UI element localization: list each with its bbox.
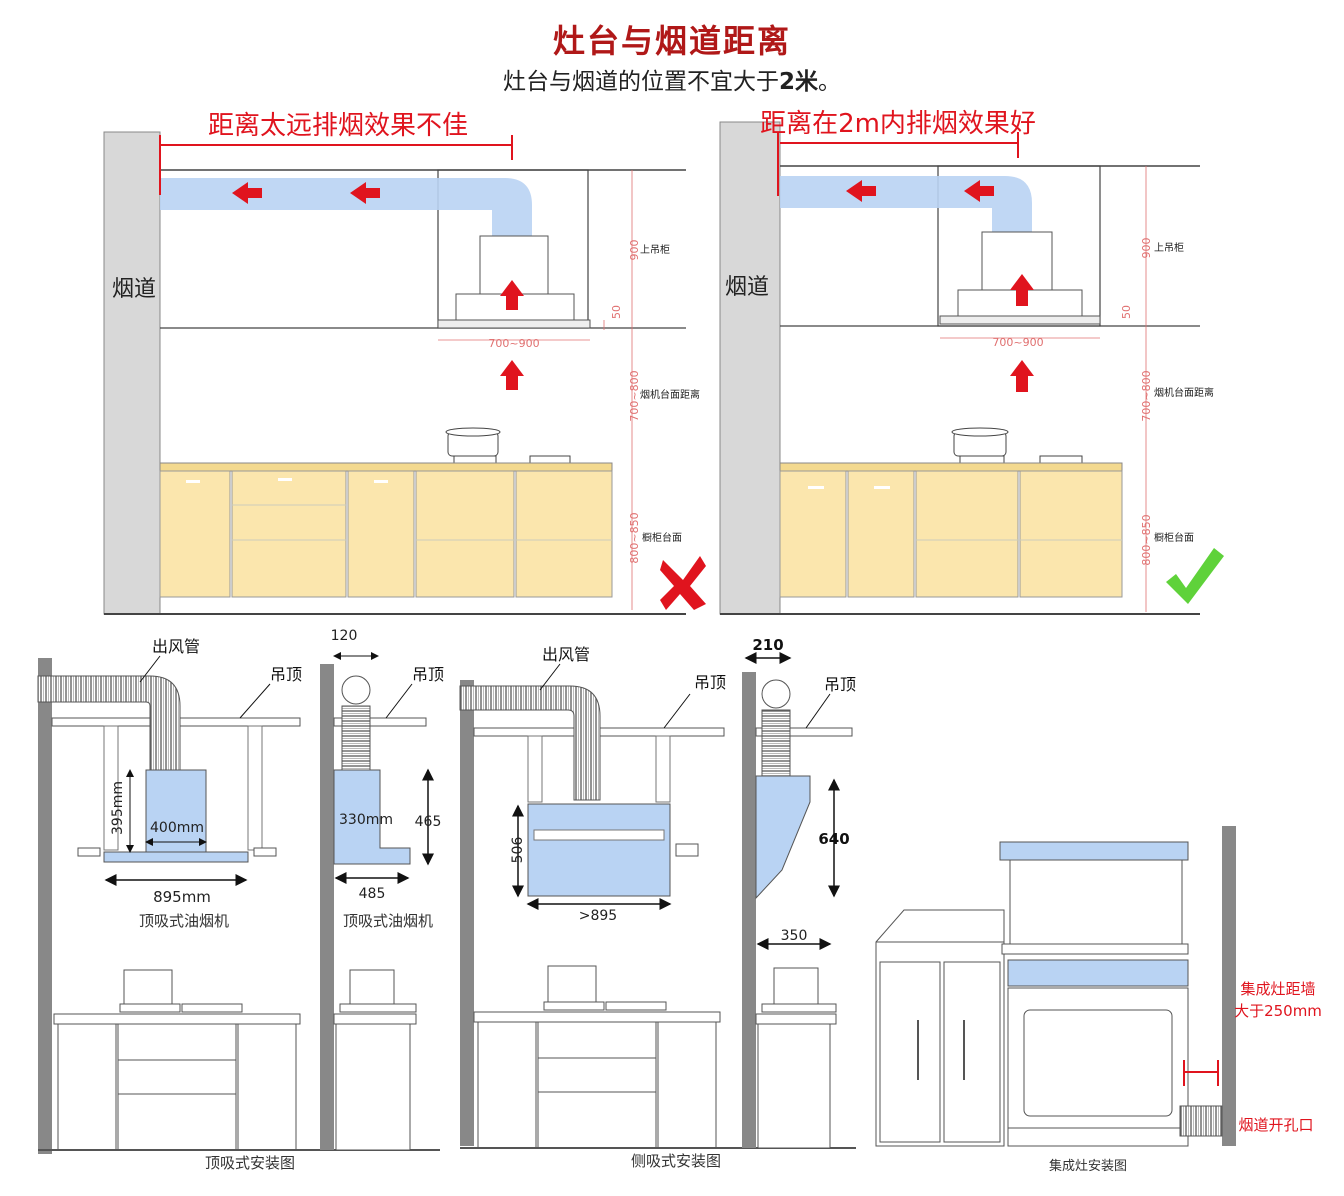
- left-cabinet-counter: 橱柜台面: [642, 531, 682, 544]
- left-dim-700-900: 700~900: [488, 337, 539, 350]
- text-labels: 距离太远排烟效果不佳 烟道 上吊柜 900 50 700~900 700~800…: [110, 109, 1322, 1174]
- left-dim-700-800: 700~800: [628, 370, 641, 421]
- arrow-left-icon: [964, 180, 994, 202]
- top-side-ceiling: 吊顶: [412, 665, 444, 684]
- arrow-left-icon: [350, 182, 380, 204]
- side-h506: 506: [510, 837, 526, 864]
- cross-icon: [660, 556, 706, 610]
- side-d350: 350: [781, 928, 808, 944]
- top-side-465: 465: [415, 814, 442, 830]
- top-h395: 395mm: [110, 781, 126, 835]
- left-dim-800-850: 800~850: [628, 512, 641, 563]
- top-caption: 顶吸式安装图: [205, 1154, 295, 1172]
- top-side-120: 120: [331, 628, 358, 644]
- arrow-up-icon: [1010, 274, 1034, 306]
- top-duct-label: 出风管: [152, 637, 200, 656]
- wall-dist-line1: 集成灶距墙: [1240, 980, 1315, 998]
- arrow-left-icon: [846, 180, 876, 202]
- top-name: 顶吸式油烟机: [139, 912, 229, 930]
- check-icon: [1166, 548, 1224, 604]
- side-suction-front: [459, 663, 856, 1149]
- subtitle-highlight: 2米: [778, 69, 818, 95]
- top-suction-front: [37, 655, 440, 1154]
- top-side-name: 顶吸式油烟机: [343, 912, 433, 930]
- side-210: 210: [752, 636, 783, 654]
- top-side-485: 485: [359, 886, 386, 902]
- side-w895: >895: [579, 908, 617, 924]
- right-dim-700-800: 700~800: [1140, 370, 1153, 421]
- right-dim-700-900: 700~900: [992, 336, 1043, 349]
- side-side-ceiling: 吊顶: [824, 675, 856, 694]
- pot-icon: [547, 965, 597, 1003]
- right-dim-900: 900: [1140, 238, 1153, 259]
- right-flue-label: 烟道: [725, 275, 769, 300]
- flue-opening-label: 烟道开孔口: [1238, 1116, 1313, 1134]
- pot-icon: [349, 969, 395, 1005]
- arrow-up-icon: [1010, 360, 1034, 392]
- left-dim-50: 50: [610, 305, 623, 319]
- left-upper-cabinet: 上吊柜: [640, 243, 670, 256]
- side-duct-label: 出风管: [542, 645, 590, 664]
- top-ceiling-label: 吊顶: [270, 665, 302, 684]
- subtitle-text: 灶台与烟道的位置不宜大于: [502, 69, 779, 95]
- wall-dist-line2: 大于250mm: [1234, 1002, 1322, 1020]
- arrow-left-icon: [232, 182, 262, 204]
- arrow-up-icon: [500, 360, 524, 390]
- page-subtitle: 灶台与烟道的位置不宜大于2米。: [0, 62, 1344, 96]
- left-flue-label: 烟道: [112, 277, 156, 302]
- pot-icon: [123, 969, 173, 1005]
- top-side-330: 330mm: [339, 812, 393, 828]
- right-upper-cabinet: 上吊柜: [1154, 241, 1184, 254]
- right-cabinet-counter: 橱柜台面: [1154, 531, 1194, 544]
- pot-icon: [773, 967, 819, 1005]
- arrow-up-icon: [500, 280, 524, 310]
- top-w895: 895mm: [153, 888, 211, 906]
- right-heading: 距离在2m内排烟效果好: [760, 109, 1036, 139]
- right-dim-50: 50: [1120, 305, 1133, 319]
- side-ceiling-label: 吊顶: [694, 673, 726, 692]
- side-caption: 侧吸式安装图: [631, 1152, 721, 1170]
- left-hood-counter: 烟机台面距离: [640, 388, 700, 401]
- panel-within-2m: [719, 121, 1224, 615]
- panel-too-far: [103, 131, 706, 615]
- integrated-caption: 集成灶安装图: [1049, 1158, 1127, 1174]
- top-w400: 400mm: [150, 820, 204, 836]
- left-dim-900: 900: [628, 240, 641, 261]
- right-hood-counter: 烟机台面距离: [1154, 386, 1214, 399]
- side-suction-side: [742, 652, 853, 1149]
- top-suction-side: [320, 652, 434, 1151]
- page-title: 灶台与烟道距离: [552, 22, 791, 60]
- subtitle-end: 。: [818, 69, 841, 95]
- side-h640: 640: [818, 830, 849, 848]
- integrated-stove: [875, 826, 1236, 1147]
- left-heading: 距离太远排烟效果不佳: [208, 111, 468, 141]
- right-dim-800-850: 800~850: [1140, 514, 1153, 565]
